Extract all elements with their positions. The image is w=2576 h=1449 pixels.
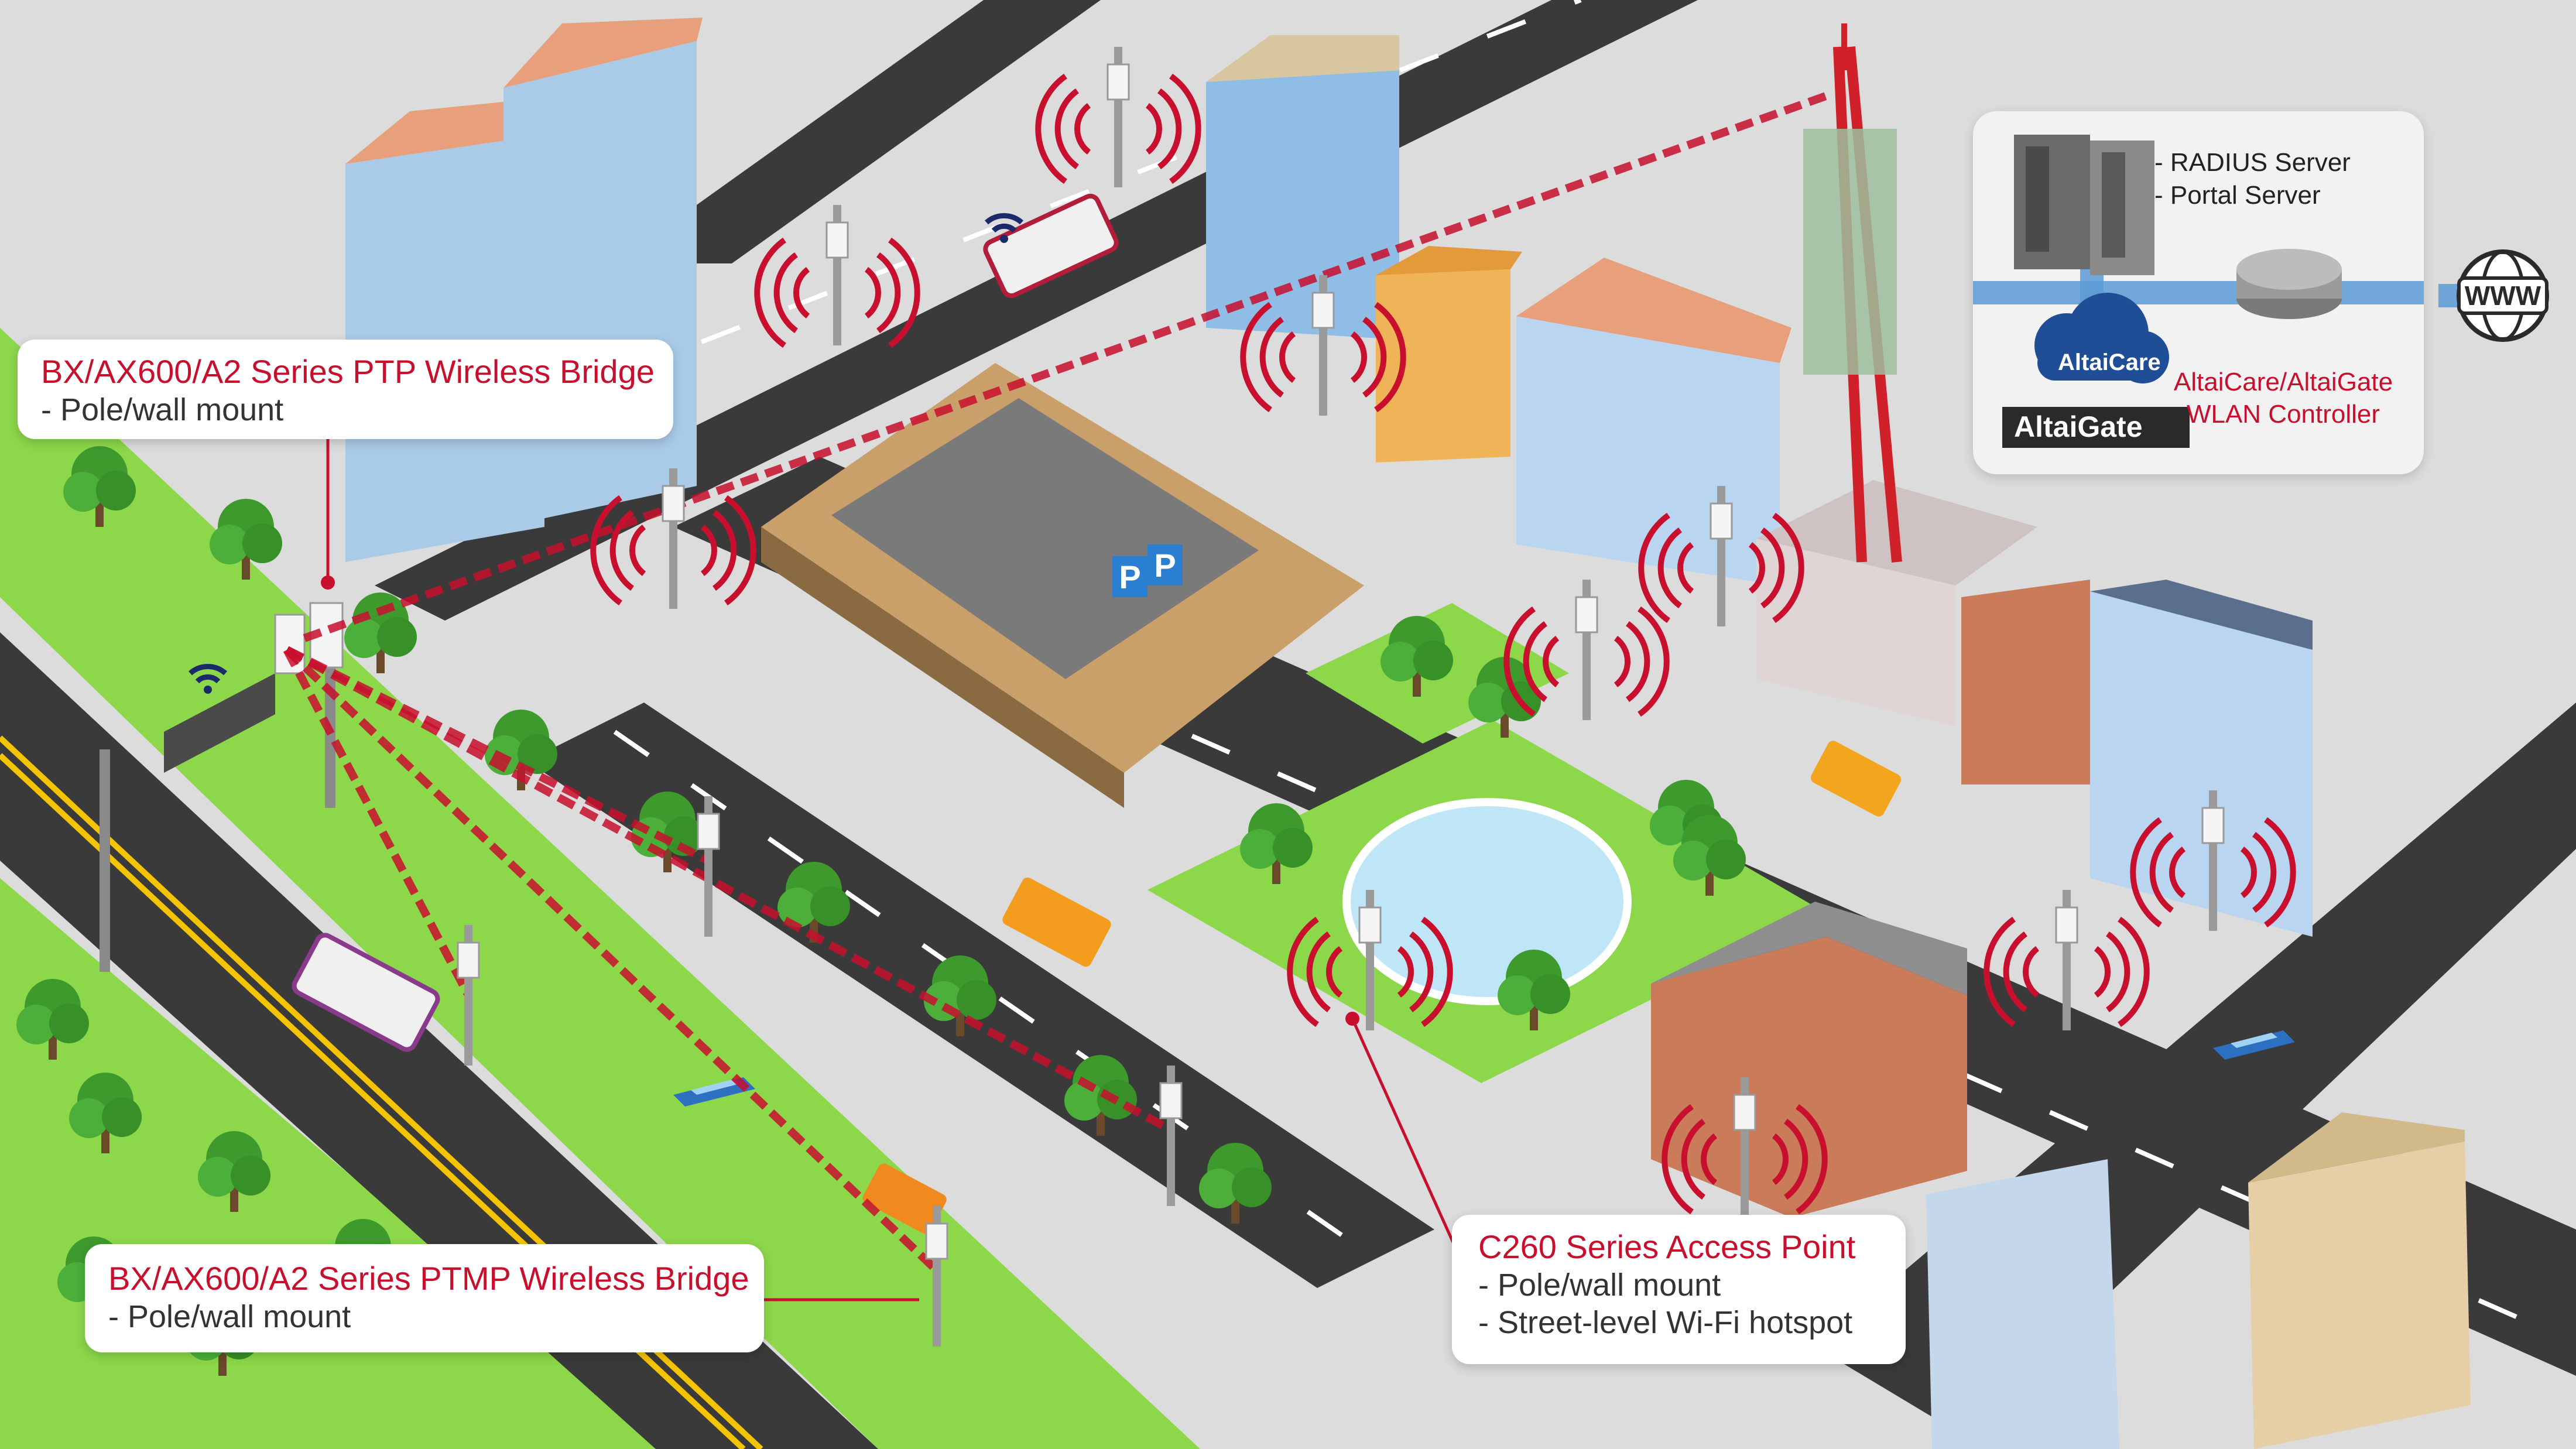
altaigate-label: AltaiGate <box>2014 410 2143 443</box>
controller-panel: - RADIUS Server - Portal Server AltaiCar… <box>1973 111 2424 474</box>
building-orange <box>1376 246 1522 463</box>
cloud-icon <box>2034 293 2169 383</box>
svg-text:P: P <box>1154 547 1176 584</box>
ptmp-callout-title: BX/AX600/A2 Series PTMP Wireless Bridge <box>108 1260 749 1297</box>
ap-callout: C260 Series Access Point - Pole/wall mou… <box>1452 1215 1906 1364</box>
ptp-callout-title: BX/AX600/A2 Series PTP Wireless Bridge <box>41 353 655 390</box>
building-tower-left <box>345 18 703 562</box>
wifi-icon <box>985 213 1023 243</box>
ap-callout-line1: - Pole/wall mount <box>1478 1268 1721 1303</box>
ap-callout-title: C260 Series Access Point <box>1478 1228 1856 1265</box>
building-brick-right <box>1961 580 2090 785</box>
altaicare-cloud-label: AltaiCare <box>2058 350 2161 375</box>
server-label-1: - RADIUS Server <box>2154 148 2351 177</box>
internet-label: WWW <box>2464 280 2541 311</box>
building-grey-bottom <box>1926 1159 2119 1449</box>
parking-sign: P <box>1119 559 1140 595</box>
ptp-link <box>303 90 1834 642</box>
router-icon <box>2236 249 2342 319</box>
pond <box>1342 798 1632 1005</box>
ptmp-callout-subtitle: - Pole/wall mount <box>108 1299 351 1334</box>
ptp-callout-subtitle: - Pole/wall mount <box>41 392 284 427</box>
building-blue-mid <box>1206 35 1399 340</box>
server-icon <box>2014 135 2154 275</box>
building-apartments <box>1651 902 1967 1218</box>
building-beige-bottom <box>2248 1112 2471 1449</box>
ptp-callout: BX/AX600/A2 Series PTP Wireless Bridge -… <box>18 340 673 439</box>
grass-strip-upper <box>0 328 1200 1449</box>
road-far-left <box>615 0 1101 263</box>
building-parking: P P <box>761 363 1364 808</box>
highway-gantry <box>100 602 344 972</box>
controller-product-line1: AltaiCare/AltaiGate <box>2173 368 2393 396</box>
wifi-icon <box>189 664 227 694</box>
ap-leader-line <box>1351 1018 1460 1254</box>
controller-product-line2: WLAN Controller <box>2186 400 2380 429</box>
tower-icon <box>1803 23 1902 563</box>
globe-icon <box>2438 249 2549 342</box>
ap-callout-line2: - Street-level Wi-Fi hotspot <box>1478 1305 1853 1340</box>
building-office-blue <box>1516 258 1791 585</box>
server-label-2: - Portal Server <box>2154 181 2321 210</box>
ptmp-callout: BX/AX600/A2 Series PTMP Wireless Bridge … <box>85 1244 764 1352</box>
building-blue-right <box>2090 580 2313 937</box>
ptmp-links <box>283 646 1173 1274</box>
vehicles <box>292 193 2295 1234</box>
